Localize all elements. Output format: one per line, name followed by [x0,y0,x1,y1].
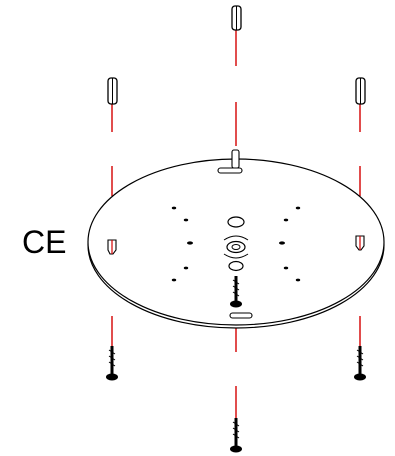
wood-screw-center-upper [230,276,242,308]
standoff-post-left [107,77,118,105]
wood-screw-right [354,346,366,381]
plate-slot-top [217,149,243,174]
standoff-post-right [355,77,366,105]
mounting-plate [87,149,385,329]
plate-clip-left [107,239,117,255]
standoff-post-center [231,5,242,31]
wood-screw-left [106,346,118,381]
plate-ring-lower [228,260,244,272]
plate-holes [171,206,301,282]
plate-clip-right [355,235,365,251]
wood-screw-center-lower [230,418,242,453]
plate-boss-top [227,216,245,228]
plate-slot-bottom [229,312,253,319]
plate-center-hub [223,235,249,259]
ce-label: CE [22,224,67,260]
